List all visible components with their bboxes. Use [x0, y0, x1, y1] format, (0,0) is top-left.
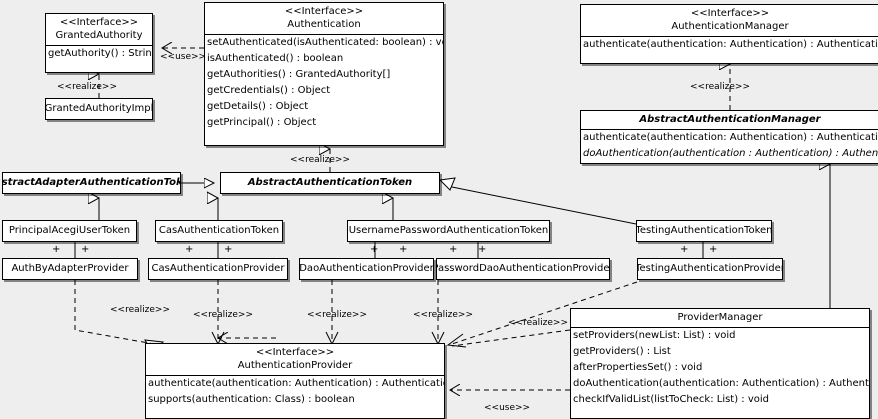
method-item: setProviders(newList: List) : void: [573, 330, 736, 341]
edge-label-realize-granted-authority-impl: <<realize>>: [57, 82, 117, 92]
edge-label-realize-password-dao: <<realize>>: [413, 310, 473, 320]
class-name-label: AbstractAuthenticationManager: [639, 114, 821, 125]
method-item: afterPropertiesSet() : void: [573, 362, 703, 373]
class-name-label: Authentication: [287, 19, 361, 30]
class-name-label: CasAuthenticationProvider: [151, 263, 285, 274]
class-password-dao-authentication-provider[interactable]: PasswordDaoAuthenticationProvider: [436, 258, 610, 280]
class-name-label: AuthenticationProvider: [237, 360, 353, 371]
method-item: authenticate(authentication: Authenticat…: [583, 39, 878, 50]
method-compartment: authenticate(authentication: Authenticat…: [581, 130, 878, 162]
edge-label-use-granted-authority: <<use>>: [160, 52, 207, 62]
edge-label-realize-cas: <<realize>>: [193, 310, 253, 320]
edge-label-realize-abstract-authentication-manager: <<realize>>: [690, 82, 750, 92]
class-authentication[interactable]: <<Interface>> Authentication setAuthenti…: [204, 2, 444, 146]
stereotype-label: <<Interface>>: [255, 347, 335, 358]
class-name-label: ProviderManager: [677, 312, 763, 323]
class-header: <<Interface>> AuthenticationProvider: [146, 344, 444, 376]
class-username-password-authentication-token[interactable]: UsernamePasswordAuthenticationToken: [347, 220, 550, 242]
class-name-label: GrantedAuthority: [55, 30, 143, 41]
class-header: <<Interface>> GrantedAuthority: [46, 14, 152, 46]
class-name-label: PasswordDaoAuthenticationProvider: [436, 263, 610, 274]
method-item: getAuthority() : String: [48, 48, 152, 59]
class-principal-acegi-user-token[interactable]: PrincipalAcegiUserToken: [2, 220, 137, 242]
edge-label-realize-auth-by-adapter: <<realize>>: [110, 305, 170, 315]
association-plus-mark: +: [449, 244, 458, 255]
class-name-label: TestingAuthenticationProvider: [637, 263, 783, 274]
stereotype-label: <<Interface>>: [690, 8, 770, 19]
association-plus-mark: +: [224, 244, 233, 255]
method-compartment: authenticate(authentication: Authenticat…: [581, 37, 878, 53]
class-name-label: UsernamePasswordAuthenticationToken: [348, 225, 549, 236]
method-item: doAuthentication(authentication : Authen…: [583, 148, 878, 159]
method-item: supports(authentication: Class) : boolea…: [148, 394, 355, 405]
class-name-label: AuthByAdapterProvider: [11, 263, 129, 274]
class-dao-authentication-provider[interactable]: DaoAuthenticationProvider: [299, 258, 434, 280]
class-abstract-authentication-token[interactable]: AbstractAuthenticationToken: [220, 172, 440, 194]
class-abstract-authentication-manager[interactable]: AbstractAuthenticationManager authentica…: [580, 110, 878, 164]
class-cas-authentication-token[interactable]: CasAuthenticationToken: [155, 220, 283, 242]
method-compartment: setProviders(newList: List) : void getPr…: [571, 328, 869, 408]
method-item: getProviders() : List: [573, 346, 671, 357]
method-compartment: authenticate(authentication: Authenticat…: [146, 376, 444, 408]
edge-label-realize-testing: <<realize>>: [508, 318, 568, 328]
class-name-label: PrincipalAcegiUserToken: [8, 225, 131, 236]
association-plus-mark: +: [680, 244, 689, 255]
method-item: getAuthorities() : GrantedAuthority[]: [207, 69, 391, 80]
class-header: AbstractAuthenticationManager: [581, 111, 878, 130]
association-plus-mark: +: [709, 244, 718, 255]
method-item: checkIfValidList(listToCheck: List) : vo…: [573, 394, 770, 405]
class-name-label: TestingAuthenticationToken: [636, 225, 772, 236]
class-testing-authentication-token[interactable]: TestingAuthenticationToken: [636, 220, 772, 242]
class-name-label: AbstractAuthenticationToken: [247, 177, 413, 188]
class-testing-authentication-provider[interactable]: TestingAuthenticationProvider: [637, 258, 783, 280]
method-item: authenticate(authentication: Authenticat…: [148, 378, 444, 389]
method-compartment: setAuthenticated(isAuthenticated: boolea…: [205, 35, 443, 131]
class-abstract-adapter-authentication-token[interactable]: AbstractAdapterAuthenticationToken: [2, 172, 181, 194]
class-authentication-provider[interactable]: <<Interface>> AuthenticationProvider aut…: [145, 343, 445, 419]
stereotype-label: <<Interface>>: [284, 6, 364, 17]
method-item: getCredentials() : Object: [207, 85, 331, 96]
class-name-label: GrantedAuthorityImpl: [45, 103, 153, 114]
edge-label-realize-abstract-authentication-token: <<realize>>: [290, 155, 350, 165]
stereotype-label: <<Interface>>: [59, 17, 139, 28]
method-item: authenticate(authentication: Authenticat…: [583, 132, 878, 143]
class-name-label: CasAuthenticationToken: [158, 225, 280, 236]
class-granted-authority-impl[interactable]: GrantedAuthorityImpl: [45, 98, 153, 120]
association-plus-mark: +: [185, 244, 194, 255]
class-name-label: DaoAuthenticationProvider: [299, 263, 434, 274]
method-item: isAuthenticated() : boolean: [207, 53, 344, 64]
association-plus-mark: +: [370, 244, 379, 255]
class-name-label: AbstractAdapterAuthenticationToken: [2, 177, 180, 188]
class-granted-authority[interactable]: <<Interface>> GrantedAuthority getAuthor…: [45, 13, 153, 73]
edge-label-use-provider-manager: <<use>>: [484, 403, 531, 413]
class-cas-authentication-provider[interactable]: CasAuthenticationProvider: [148, 258, 288, 280]
class-auth-by-adapter-provider[interactable]: AuthByAdapterProvider: [2, 258, 138, 280]
class-header: ProviderManager: [571, 309, 869, 328]
association-plus-mark: +: [81, 244, 90, 255]
class-name-label: AuthenticationManager: [671, 21, 789, 32]
association-plus-mark: +: [399, 244, 408, 255]
method-item: getPrincipal() : Object: [207, 117, 317, 128]
class-provider-manager[interactable]: ProviderManager setProviders(newList: Li…: [570, 308, 870, 419]
method-item: doAuthentication(authentication: Authent…: [573, 378, 869, 389]
method-item: setAuthenticated(isAuthenticated: boolea…: [207, 37, 443, 48]
class-header: <<Interface>> Authentication: [205, 3, 443, 35]
method-item: getDetails() : Object: [207, 101, 309, 112]
edge-label-realize-dao: <<realize>>: [307, 310, 367, 320]
association-plus-mark: +: [478, 244, 487, 255]
class-header: <<Interface>> AuthenticationManager: [581, 5, 878, 37]
association-plus-mark: +: [52, 244, 61, 255]
method-compartment: getAuthority() : String: [46, 46, 152, 62]
class-authentication-manager[interactable]: <<Interface>> AuthenticationManager auth…: [580, 4, 878, 64]
